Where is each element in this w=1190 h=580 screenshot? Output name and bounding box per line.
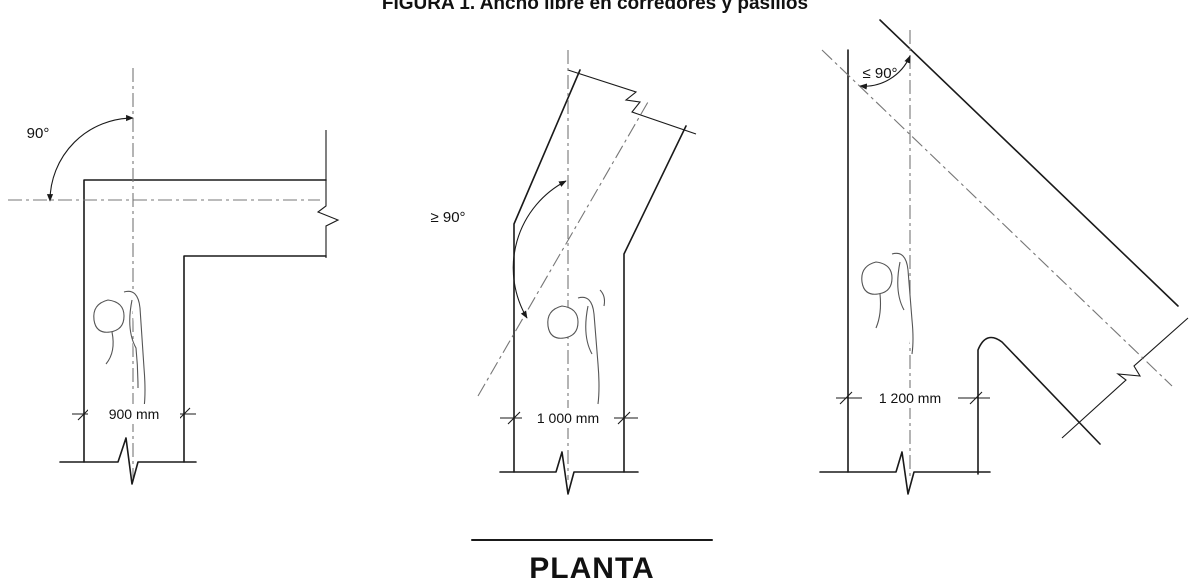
panel-2-person-figure bbox=[547, 289, 606, 405]
figure-title: FIGURA 1. Ancho libre en corredores y pa… bbox=[381, 0, 809, 14]
panel-2-bottom-break bbox=[499, 451, 639, 495]
panel-1-person-figure bbox=[93, 290, 146, 409]
panel-2-diagonal-axis bbox=[477, 101, 649, 397]
panel-1-angle-label: 90° bbox=[27, 125, 50, 142]
panel-2-width-label: 1 000 mm bbox=[537, 410, 599, 426]
panel-3-inner-wall bbox=[977, 336, 1101, 475]
panel-3-bottom-break bbox=[819, 451, 991, 495]
panel-1-angle-arc bbox=[46, 114, 134, 202]
panel-2-right-wall bbox=[623, 125, 687, 473]
panel-2-top-break bbox=[567, 69, 697, 135]
panel-1-break-line bbox=[316, 130, 340, 258]
panel-2-angle-arc bbox=[512, 180, 567, 319]
panel-2-left-wall bbox=[513, 69, 581, 473]
panel-3-person-figure bbox=[861, 252, 914, 355]
panel-3-angle-arc bbox=[859, 55, 911, 90]
panel-2-angle-label: ≥ 90° bbox=[430, 209, 465, 226]
panel-3-angle-label: ≤ 90° bbox=[862, 65, 897, 82]
panel-1-bottom-break bbox=[59, 437, 197, 485]
panel-3-width-label: 1 200 mm bbox=[879, 390, 941, 406]
panel-3-upper-wall bbox=[879, 19, 1179, 307]
plan-caption: PLANTA bbox=[529, 552, 654, 580]
panel-1-width-label: 900 mm bbox=[109, 406, 160, 422]
panel-1-inner-wall bbox=[183, 255, 327, 463]
panel-3-acute-junction bbox=[819, 19, 1189, 495]
panel-3-end-break bbox=[1061, 317, 1189, 439]
panel-3-diagonal-axis bbox=[821, 49, 1173, 387]
